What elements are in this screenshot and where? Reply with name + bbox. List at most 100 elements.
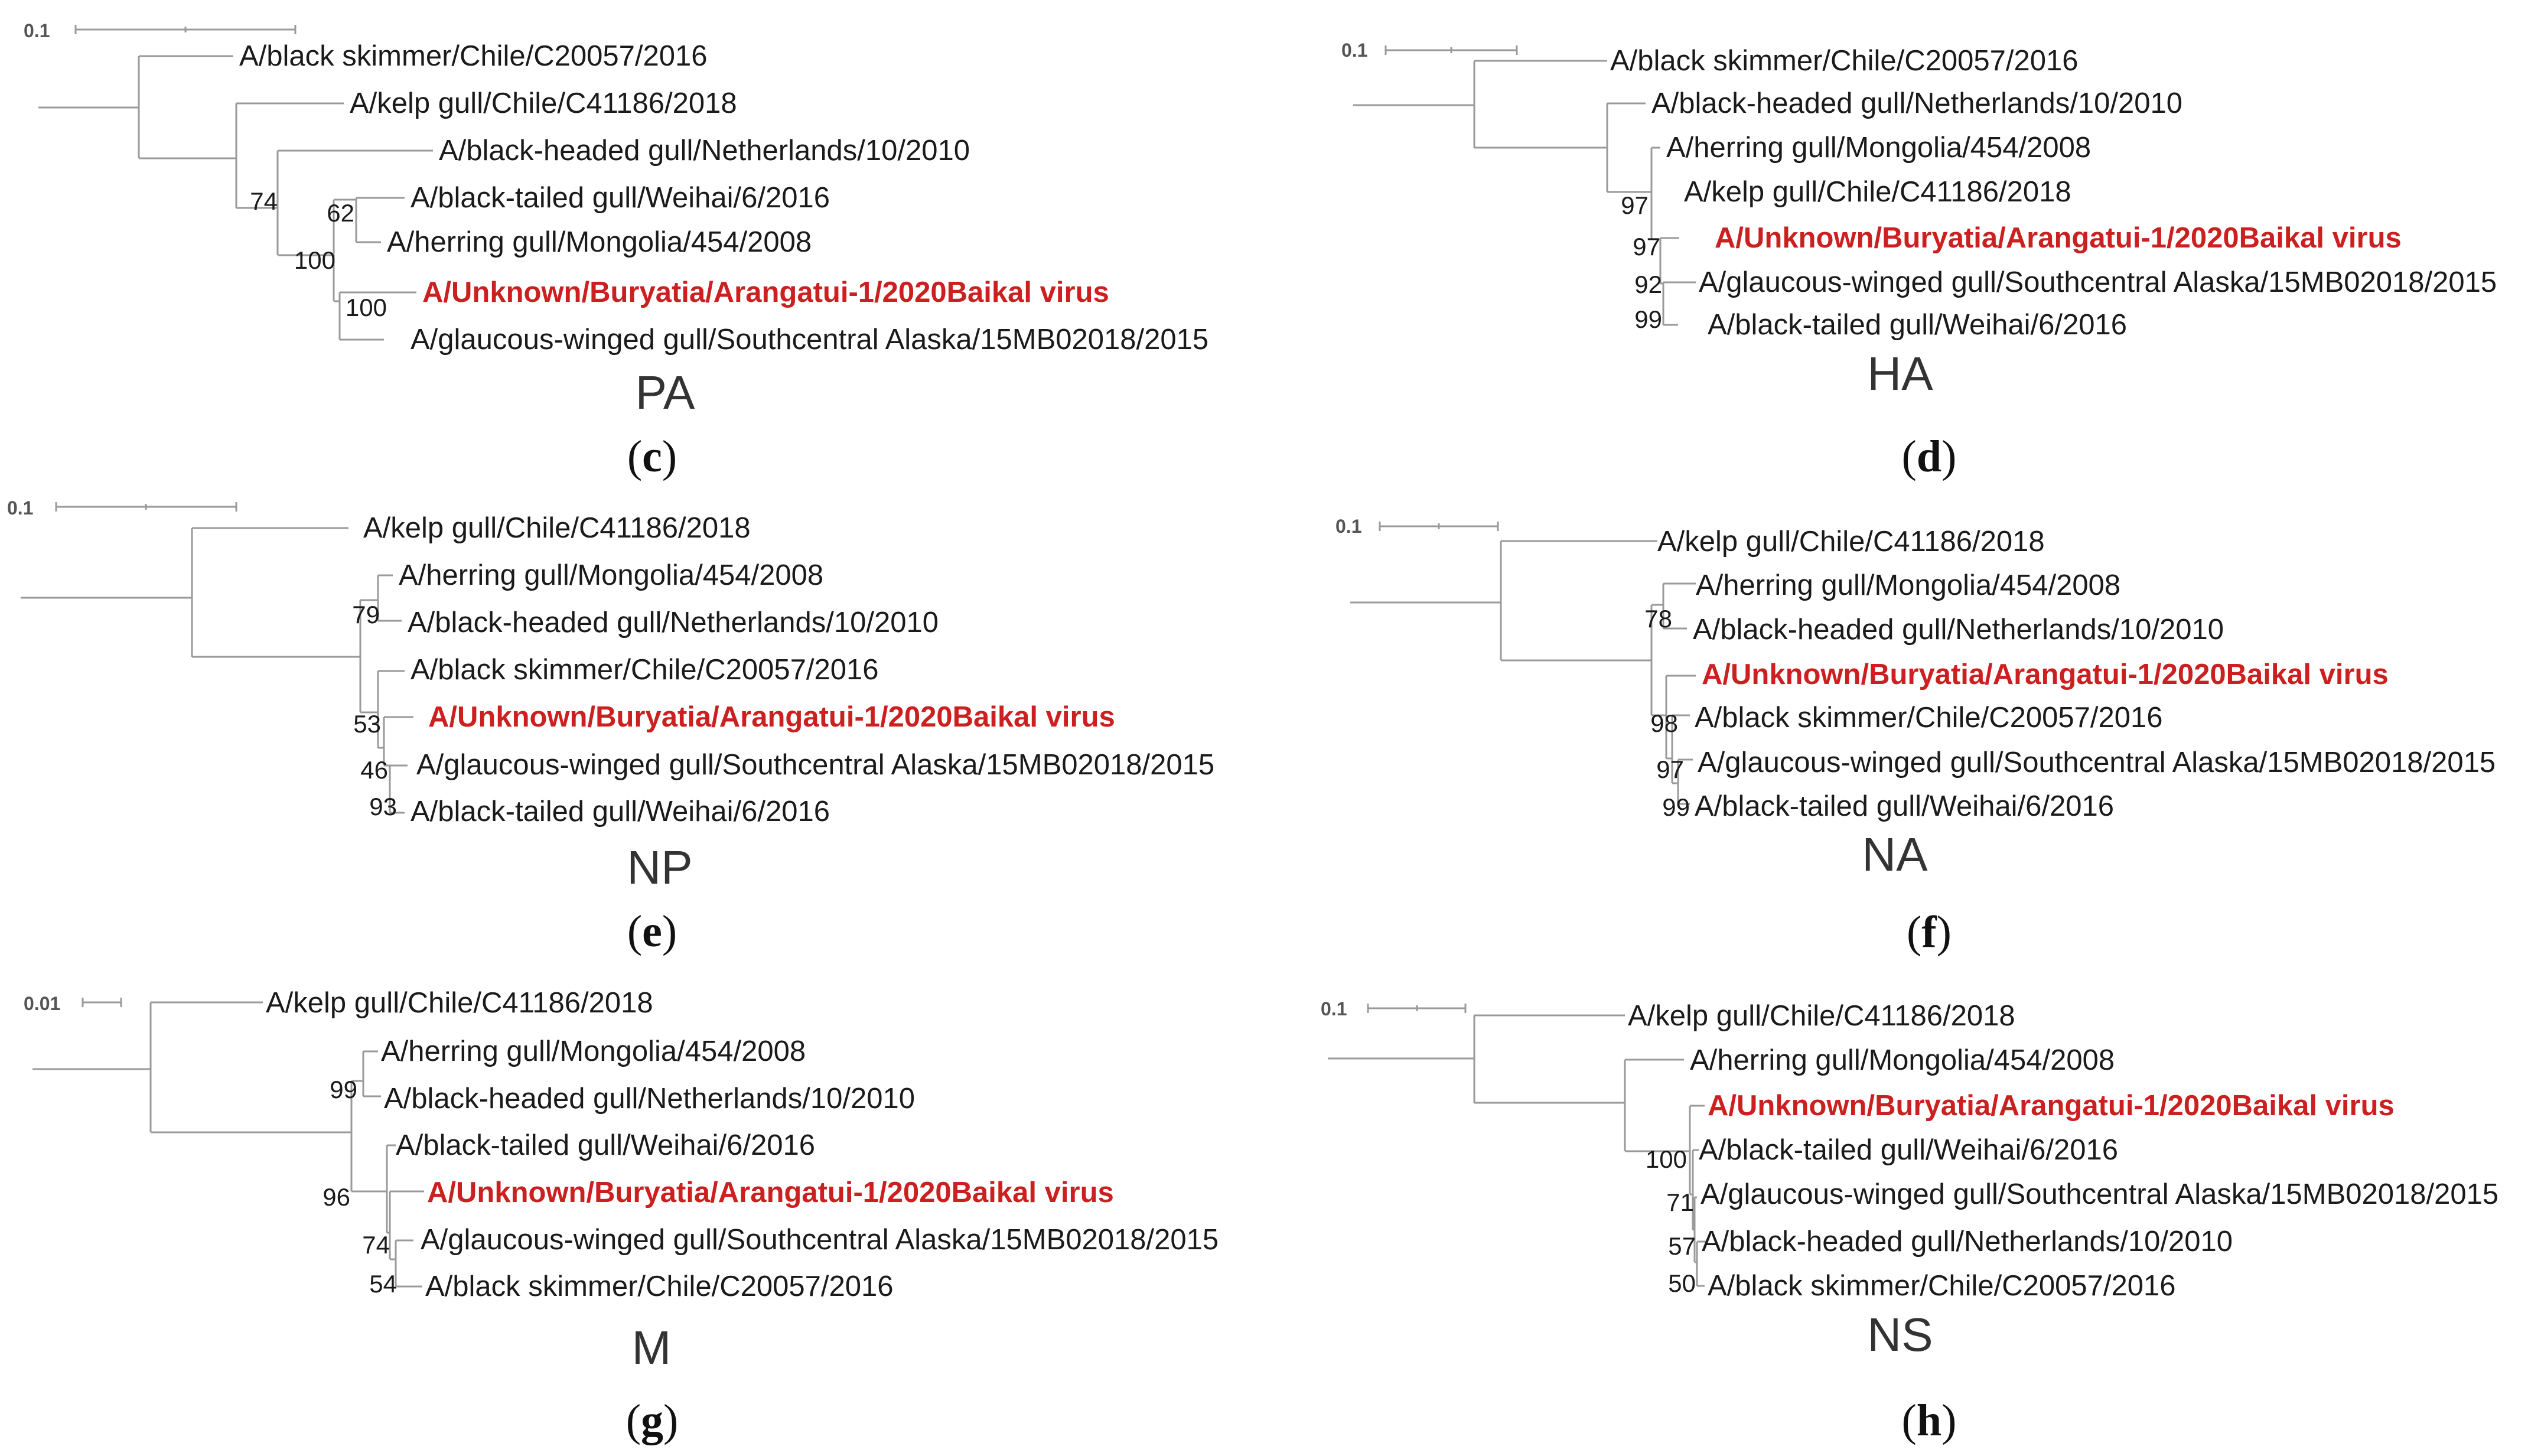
leaf-label: A/kelp gull/Chile/C41186/2018: [266, 987, 653, 1019]
gene-label: NA: [1862, 828, 1928, 881]
tree-panel-d: 0.1 A/black skimmer/Chile/C20057/2016 A/…: [1270, 0, 2541, 481]
panel-label: (d): [1902, 432, 1957, 481]
scale-label: 0.1: [1321, 998, 1347, 1019]
leaf-label: A/black-headed gull/Netherlands/10/2010: [1651, 87, 2182, 119]
leaf-label: A/black skimmer/Chile/C20057/2016: [425, 1271, 894, 1302]
scale-label: 0.1: [1341, 40, 1367, 61]
branches: [1353, 60, 1696, 326]
leaf-label: A/herring gull/Mongolia/454/2008: [381, 1035, 806, 1067]
bootstrap-value: 100: [346, 294, 387, 321]
scale-label: 0.1: [1335, 516, 1361, 537]
leaf-label: A/black-headed gull/Netherlands/10/2010: [1702, 1226, 2233, 1258]
leaf-labels: A/kelp gull/Chile/C41186/2018 A/herring …: [363, 512, 1214, 828]
leaf-label: A/black skimmer/Chile/C20057/2016: [239, 40, 708, 72]
leaf-labels: A/black skimmer/Chile/C20057/2016 A/blac…: [1610, 45, 2497, 341]
bootstrap-value: 96: [322, 1183, 350, 1211]
scale-bar: 0.1: [1335, 516, 1499, 537]
leaf-label: A/black-tailed gull/Weihai/6/2016: [1699, 1134, 2118, 1166]
bootstrap-value: 99: [1662, 793, 1690, 821]
leaf-label: A/kelp gull/Chile/C41186/2018: [363, 512, 751, 544]
bootstrap-values: 100 71 57 50: [1646, 1145, 1696, 1297]
bootstrap-value: 99: [1634, 305, 1662, 333]
bootstrap-value: 74: [362, 1231, 390, 1259]
leaf-label: A/black-tailed gull/Weihai/6/2016: [1708, 309, 2127, 341]
tree-panel-f: 0.1 A/kelp gull/Chile/C41186/2018 A/herr…: [1270, 476, 2541, 957]
highlighted-leaf-label: A/Unknown/Buryatia/Arangatui-1/2020Baika…: [427, 1177, 1114, 1209]
bootstrap-value: 79: [352, 601, 380, 628]
leaf-label: A/kelp gull/Chile/C41186/2018: [350, 87, 737, 119]
bootstrap-value: 62: [327, 199, 354, 227]
tree-panel-h: 0.1 A/kelp gull/Chile/C41186/2018 A/herr…: [1270, 952, 2541, 1445]
leaf-label: A/black-headed gull/Netherlands/10/2010: [1693, 614, 2224, 646]
bootstrap-value: 93: [369, 793, 397, 820]
phylogenetic-tree-np: 0.1 A/kelp gull/Chile/C41186/2018 A/herr…: [7, 497, 1214, 956]
scale-bar: 0.1: [1321, 998, 1467, 1019]
phylogenetic-tree-m: 0.01 A/kelp gull/Chile/C41186/2018 A/her…: [24, 987, 1219, 1445]
leaf-label: A/black-headed gull/Netherlands/10/2010: [408, 607, 939, 639]
leaf-label: A/herring gull/Mongolia/454/2008: [1696, 569, 2120, 601]
leaf-label: A/herring gull/Mongolia/454/2008: [1690, 1044, 2115, 1076]
leaf-label: A/glaucous-winged gull/Southcentral Alas…: [1699, 266, 2497, 298]
bootstrap-values: 74 62 100 100: [250, 187, 387, 321]
leaf-label: A/black skimmer/Chile/C20057/2016: [411, 654, 879, 686]
bootstrap-value: 100: [294, 246, 335, 274]
phylogenetic-tree-pa: 0.1 A/black skimmer/Chile/C20057/2016 A/…: [24, 20, 1208, 481]
leaf-label: A/herring gull/Mongolia/454/2008: [1666, 132, 2091, 164]
phylogenetic-tree-ns: 0.1 A/kelp gull/Chile/C41186/2018 A/herr…: [1321, 998, 2498, 1445]
leaf-label: A/glaucous-winged gull/Southcentral Alas…: [1700, 1178, 2498, 1210]
leaf-label: A/black skimmer/Chile/C20057/2016: [1708, 1270, 2176, 1302]
bootstrap-value: 78: [1644, 605, 1672, 633]
scale-bar: 0.1: [7, 497, 237, 519]
gene-label: HA: [1867, 347, 1933, 400]
phylogenetic-tree-ha: 0.1 A/black skimmer/Chile/C20057/2016 A/…: [1341, 40, 2497, 481]
branches: [21, 527, 413, 814]
gene-label: M: [632, 1321, 672, 1374]
leaf-label: A/black-tailed gull/Weihai/6/2016: [396, 1129, 815, 1161]
highlighted-leaf-label: A/Unknown/Buryatia/Arangatui-1/2020Baika…: [428, 701, 1115, 733]
scale-bar: 0.01: [24, 993, 122, 1014]
leaf-label: A/kelp gull/Chile/C41186/2018: [1657, 526, 2045, 558]
leaf-label: A/glaucous-winged gull/Southcentral Alas…: [416, 749, 1214, 781]
highlighted-leaf-label: A/Unknown/Buryatia/Arangatui-1/2020Baika…: [1715, 222, 2402, 254]
bootstrap-values: 99 96 74 54: [322, 1076, 397, 1298]
bootstrap-value: 53: [353, 710, 381, 738]
bootstrap-value: 71: [1666, 1188, 1694, 1216]
tree-panel-e: 0.1 A/kelp gull/Chile/C41186/2018 A/herr…: [0, 476, 1270, 956]
branches: [32, 1001, 424, 1288]
gene-label: PA: [636, 366, 695, 419]
scale-bar: 0.1: [24, 20, 297, 41]
highlighted-leaf-label: A/Unknown/Buryatia/Arangatui-1/2020Baika…: [422, 276, 1109, 308]
scale-label: 0.1: [24, 20, 50, 41]
scale-bar: 0.1: [1341, 40, 1518, 61]
leaf-labels: A/kelp gull/Chile/C41186/2018 A/herring …: [266, 987, 1219, 1302]
panel-label: (h): [1902, 1396, 1957, 1445]
leaf-labels: A/kelp gull/Chile/C41186/2018 A/herring …: [1628, 1000, 2498, 1302]
bootstrap-value: 54: [369, 1270, 397, 1298]
leaf-label: A/kelp gull/Chile/C41186/2018: [1628, 1000, 2015, 1032]
leaf-label: A/herring gull/Mongolia/454/2008: [399, 559, 823, 591]
bootstrap-values: 97 97 92 99: [1621, 191, 1662, 333]
bootstrap-value: 50: [1668, 1269, 1696, 1297]
leaf-label: A/black-headed gull/Netherlands/10/2010: [439, 135, 970, 167]
tree-panel-g: 0.01 A/kelp gull/Chile/C41186/2018 A/her…: [0, 952, 1270, 1445]
leaf-label: A/black-tailed gull/Weihai/6/2016: [411, 796, 830, 828]
bootstrap-value: 92: [1634, 271, 1662, 298]
bootstrap-value: 99: [330, 1076, 357, 1103]
branches: [1350, 540, 1696, 805]
branches: [1328, 1014, 1708, 1287]
bootstrap-value: 100: [1646, 1145, 1687, 1173]
bootstrap-value: 97: [1621, 191, 1649, 219]
bootstrap-value: 98: [1650, 709, 1678, 737]
branches: [38, 55, 433, 341]
leaf-labels: A/black skimmer/Chile/C20057/2016 A/kelp…: [239, 40, 1208, 356]
leaf-label: A/kelp gull/Chile/C41186/2018: [1684, 176, 2071, 208]
bootstrap-value: 57: [1668, 1232, 1696, 1260]
leaf-label: A/glaucous-winged gull/Southcentral Alas…: [1698, 747, 2496, 779]
gene-label: NP: [627, 841, 692, 894]
bootstrap-value: 97: [1656, 755, 1684, 783]
leaf-label: A/herring gull/Mongolia/454/2008: [387, 226, 812, 258]
bootstrap-value: 74: [250, 187, 278, 215]
bootstrap-value: 46: [360, 756, 388, 784]
phylogenetic-tree-na: 0.1 A/kelp gull/Chile/C41186/2018 A/herr…: [1335, 516, 2496, 957]
highlighted-leaf-label: A/Unknown/Buryatia/Arangatui-1/2020Baika…: [1708, 1090, 2395, 1122]
